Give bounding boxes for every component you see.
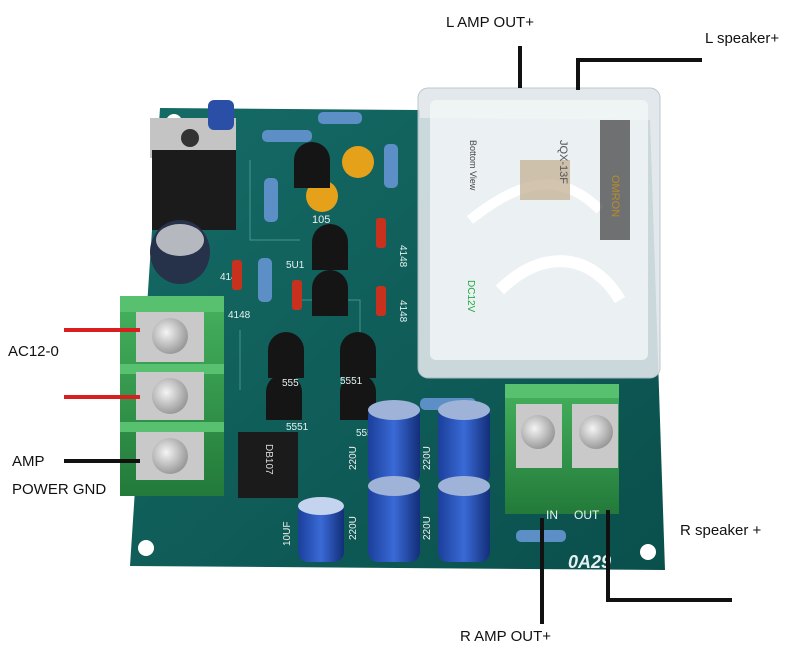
svg-text:IN: IN [546,508,558,522]
speaker-terminal-block: IN OUT [505,384,619,522]
annotation-lines [64,46,732,624]
label-r-speaker: R speaker + [680,522,762,539]
label-l-speaker: L speaker+ [705,30,780,47]
svg-text:DB107: DB107 [263,444,274,475]
svg-text:Bottom View: Bottom View [468,140,478,191]
resistors [258,112,566,542]
svg-text:5551: 5551 [340,376,363,387]
svg-text:555: 555 [356,428,373,439]
svg-text:DC12V: DC12V [465,280,476,313]
filter-capacitors: 220U 220U 220U 220U 10UF [282,400,490,562]
bridge-rectifier: DB107 [238,432,298,498]
svg-text:220U: 220U [422,516,433,540]
small-capacitors [150,100,234,284]
label-ac-input: AC12-0 [8,343,59,360]
svg-text:5U1: 5U1 [286,260,305,271]
svg-text:220U: 220U [348,446,359,470]
svg-text:555: 555 [282,378,299,389]
label-l-amp-out: L AMP OUT+ [446,14,534,31]
svg-text:4148: 4148 [397,300,408,323]
svg-text:10UF: 10UF [282,522,293,546]
diodes [232,218,386,316]
svg-text:220U: 220U [422,446,433,470]
label-r-amp-out: R AMP OUT+ [460,628,551,645]
svg-text:4148: 4148 [397,245,408,268]
svg-text:JQX-13F: JQX-13F [557,140,569,184]
svg-text:105: 105 [312,214,330,226]
transistors [266,142,376,420]
svg-text:OMRON: OMRON [609,175,621,217]
voltage-regulator [150,118,236,230]
label-amp: AMP [12,453,45,470]
svg-text:4148: 4148 [228,310,251,321]
svg-text:4148: 4148 [220,272,243,283]
svg-text:220U: 220U [348,516,359,540]
svg-text:OUT: OUT [574,508,600,522]
label-power-gnd: POWER GND [12,481,107,498]
relay: OMRON Bottom View JQX-13F DC12V [417,87,661,379]
board-id: 0A29 [568,552,611,572]
svg-text:5551: 5551 [286,422,309,433]
silkscreen-labels: 5U1 5551 5551 555 555 4148 4148 4148 414… [220,245,408,439]
